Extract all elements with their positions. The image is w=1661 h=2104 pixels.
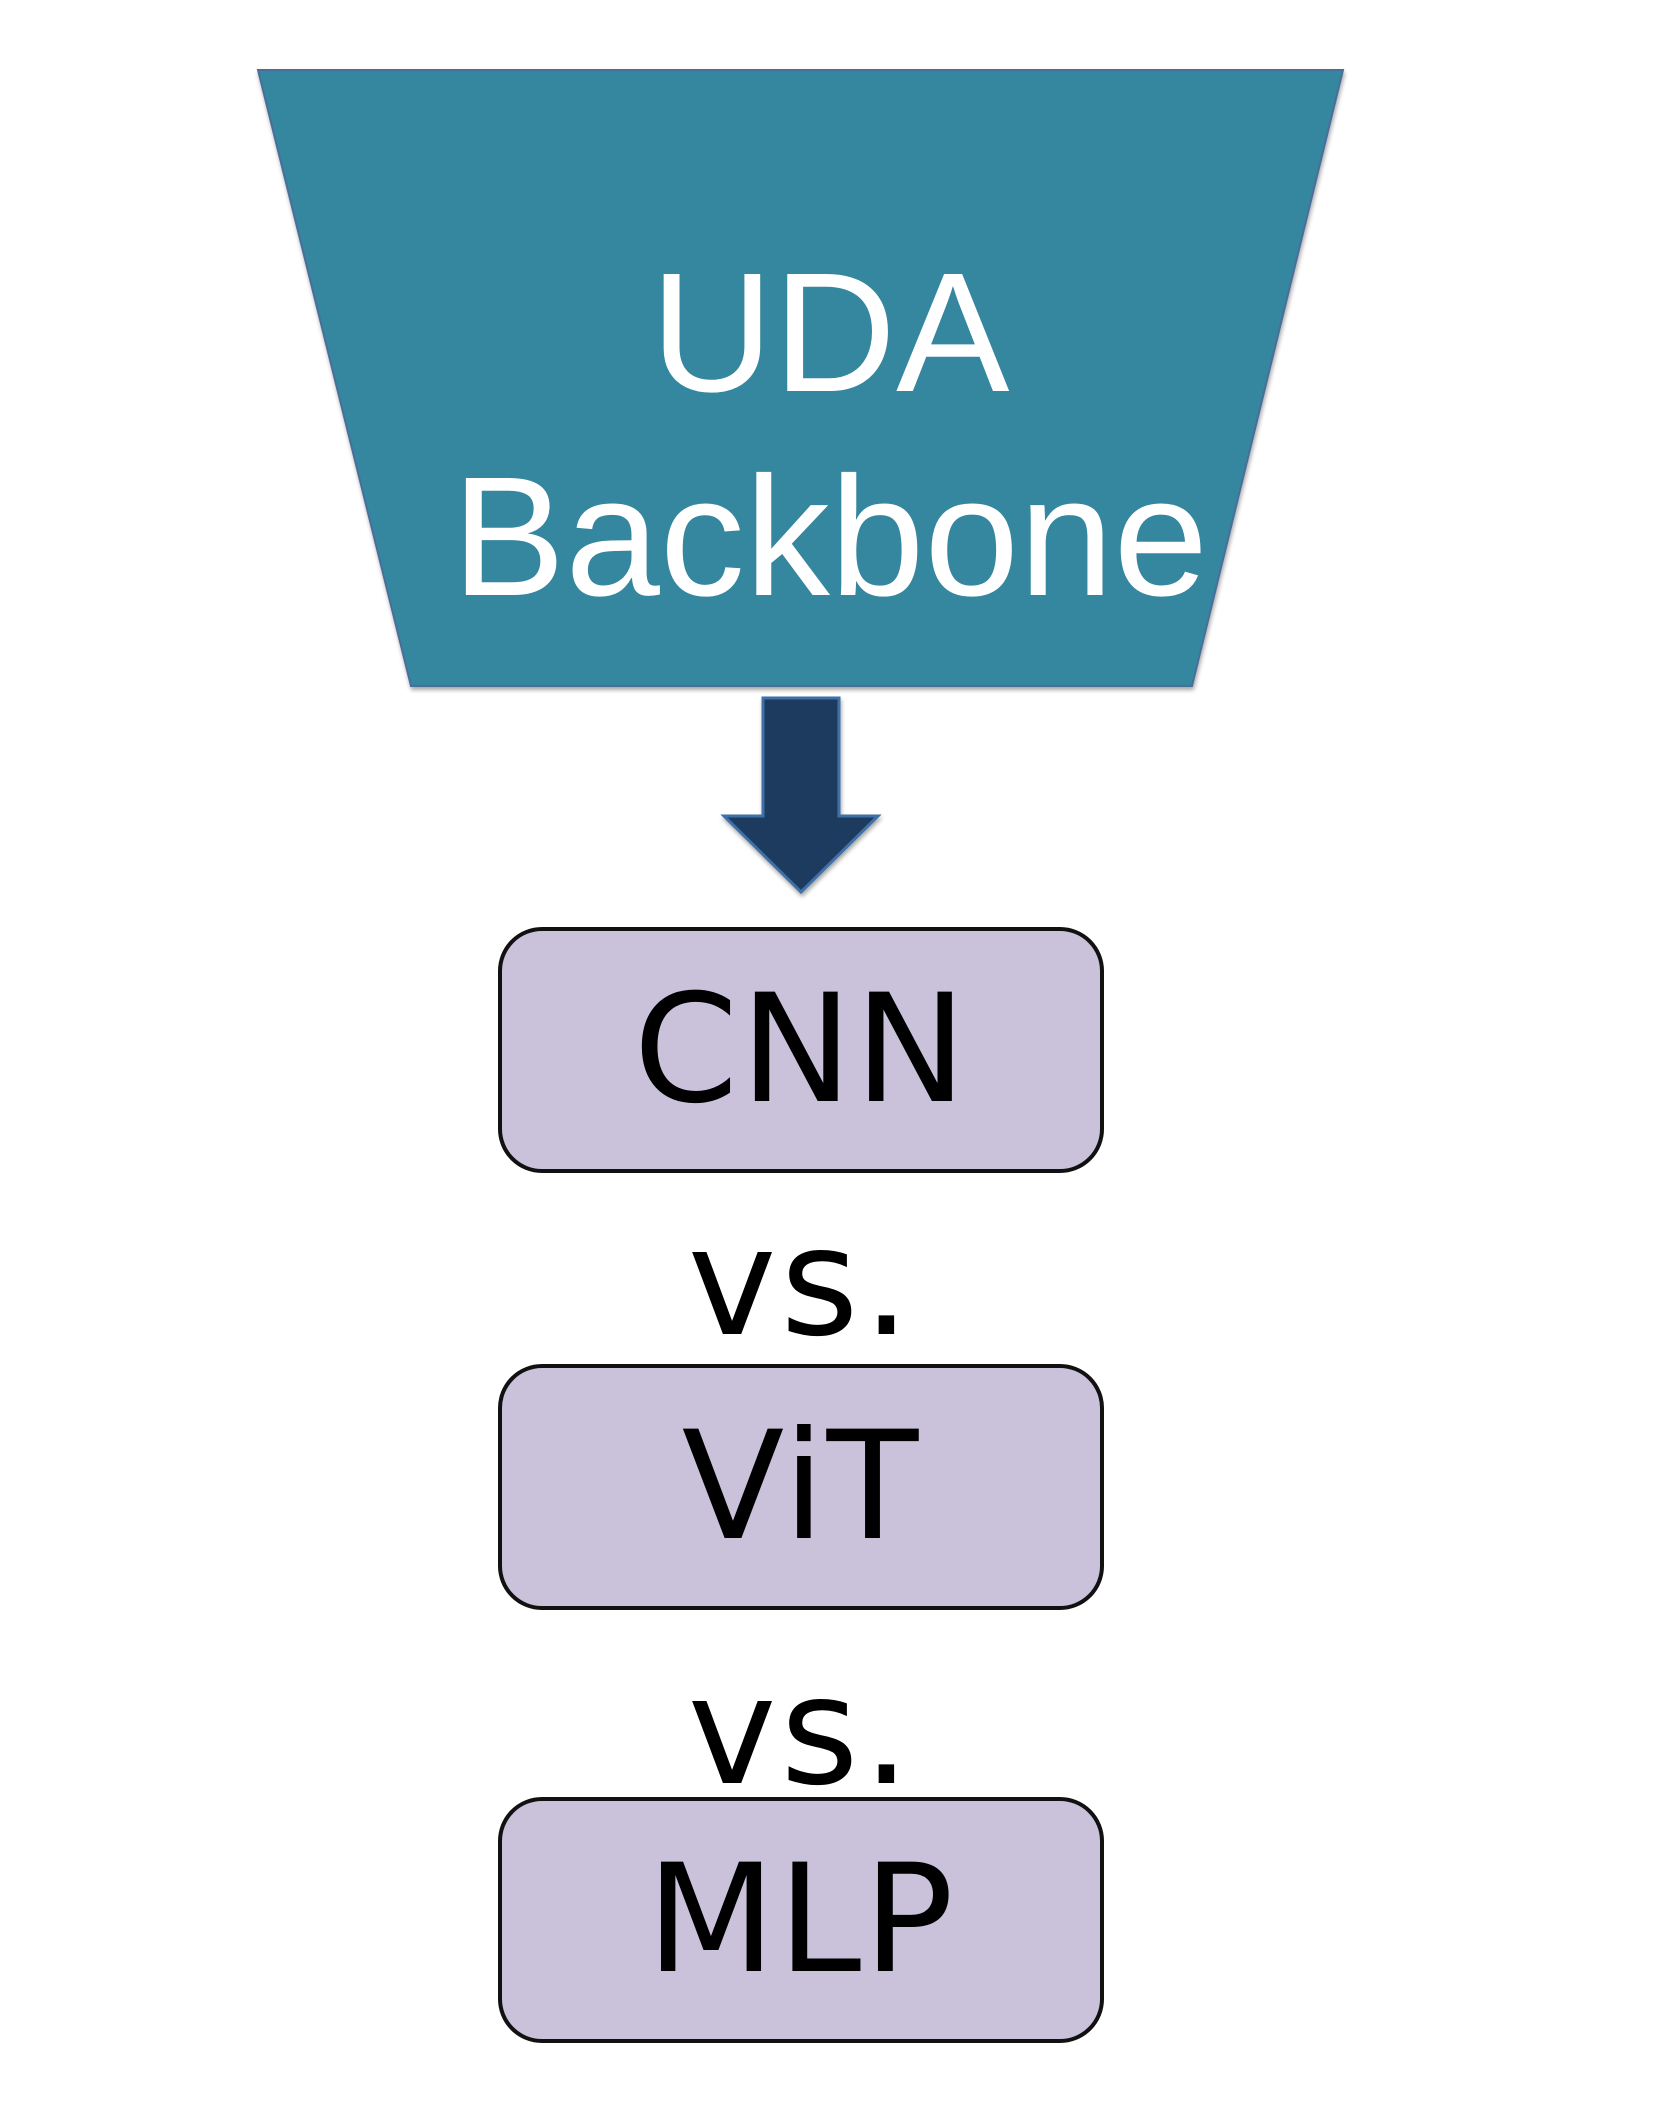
backbone-title-line1: UDA [650, 238, 1010, 428]
option-box-mlp: MLP [498, 1797, 1104, 2043]
down-arrow-icon [720, 696, 882, 895]
backbone-trapezoid [256, 69, 1345, 687]
vs-separator-2: vs. [687, 1645, 915, 1819]
vs-separator-1: vs. [687, 1196, 915, 1370]
option-label-mlp: MLP [646, 1833, 956, 2007]
option-label-cnn: CNN [633, 963, 969, 1137]
option-box-cnn: CNN [498, 927, 1104, 1173]
backbone-title-line2: Backbone [451, 442, 1209, 632]
option-label-vit: ViT [681, 1400, 921, 1574]
option-box-vit: ViT [498, 1364, 1104, 1610]
